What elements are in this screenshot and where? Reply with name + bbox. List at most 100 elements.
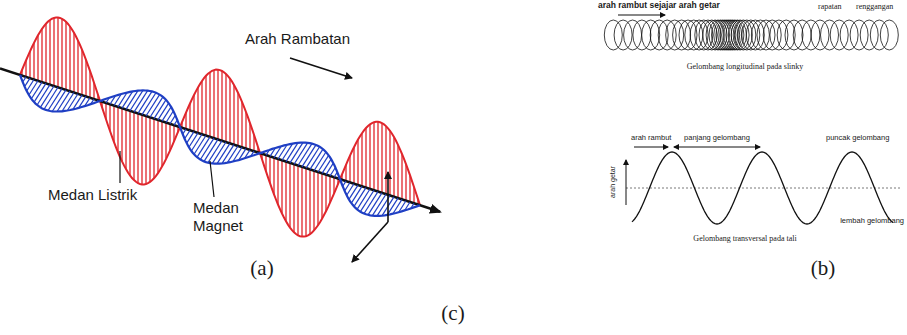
hatch-line (137, 113, 138, 183)
hatch-line (401, 154, 402, 199)
hatch-line (245, 112, 246, 149)
hatch-line (49, 20, 50, 85)
panel-letter: (c) (441, 301, 464, 325)
field-label: Medan Listrik (48, 186, 137, 203)
field-label: Medan Magnet (193, 199, 255, 235)
hatch-line (281, 160, 282, 213)
hatch-line (29, 51, 30, 78)
hatch-line (41, 29, 42, 82)
hatch-line (169, 124, 170, 151)
coil-loop (642, 20, 660, 50)
hatch-line (241, 102, 242, 147)
hatch-line (301, 167, 302, 237)
caption: Gelombang transversal pada tali (693, 234, 796, 243)
coil-loop (658, 20, 676, 50)
magnetic-field-hatch (21, 76, 418, 216)
hatch-line (385, 126, 386, 194)
direction-arrow (290, 58, 352, 78)
coil-loop (830, 20, 848, 50)
crest-label: puncak gelombang (826, 134, 889, 143)
coil-loop (860, 20, 878, 50)
transverse-wave (632, 152, 893, 224)
hatch-line (201, 81, 202, 134)
coil-loop (679, 20, 697, 50)
wavelength-label: panjang gelombang (684, 134, 750, 143)
coordinate-axis (352, 222, 388, 262)
coil-loop (604, 20, 622, 50)
hatch-line (325, 175, 326, 212)
hatch-line (29, 81, 38, 95)
direction-label: arah rambut (631, 134, 671, 143)
hatch-line (393, 137, 394, 197)
hatch-line (141, 115, 142, 185)
hatch-line (349, 185, 358, 199)
hatch-line (369, 124, 370, 189)
hatch-line (61, 19, 62, 89)
equilibrium-line (626, 188, 900, 189)
hatch-line (277, 159, 278, 204)
electric-field-wave (20, 18, 420, 237)
hatch-line (85, 60, 86, 97)
hatch-line (405, 164, 406, 201)
hatch-line (221, 71, 222, 141)
hatch-line (145, 116, 146, 184)
hatch-line (285, 162, 286, 222)
slinky-coils (604, 20, 898, 50)
hatch-line (165, 122, 166, 159)
leader-line (210, 161, 214, 197)
hatch-line (329, 176, 330, 203)
magnetic-field-wave (20, 75, 420, 216)
direction-arrow (618, 14, 665, 15)
coil-loop (870, 20, 888, 50)
hatch-line (297, 166, 298, 236)
hatch-line (377, 122, 378, 192)
hatch-line (45, 24, 46, 84)
hatch-line (381, 123, 382, 193)
hatch-line (209, 72, 210, 137)
hatch-line (205, 76, 206, 136)
hatch-line (318, 155, 329, 172)
hatch-line (73, 33, 74, 93)
hatch-line (217, 70, 218, 140)
region-label: renggangan (856, 2, 893, 11)
hatch-line (189, 133, 198, 147)
hatch-line (129, 111, 130, 176)
hatch-line (330, 168, 335, 176)
hatch-line (153, 119, 154, 179)
hatch-line (117, 107, 118, 152)
hatch-line (273, 158, 274, 195)
hatch-line (185, 130, 190, 138)
hatch-line (322, 159, 331, 173)
hatch-line (365, 128, 366, 188)
hatch-line (353, 147, 354, 184)
vibration-arrow (626, 160, 627, 205)
hatch-line (321, 173, 322, 218)
hatch-line (233, 85, 234, 145)
wavelength-arrow (674, 147, 760, 148)
direction-label: arah getar (609, 166, 617, 198)
coil-loop (777, 20, 795, 50)
coordinate-axis (387, 172, 389, 222)
hatch-line (361, 133, 362, 186)
hatch-line (197, 87, 198, 132)
coil-loop (821, 20, 839, 50)
hatch-line (317, 172, 318, 225)
hatch-line (193, 95, 194, 132)
hatch-line (158, 103, 169, 120)
coil-loop (734, 20, 752, 50)
coil-loop (695, 20, 713, 50)
hatch-line (213, 70, 214, 138)
hatch-line (121, 108, 122, 161)
hatch-line (125, 109, 126, 169)
hatch-line (57, 17, 58, 87)
hatch-line (69, 27, 70, 92)
hatch-line (149, 117, 150, 182)
hatch-line (389, 131, 390, 196)
hatch-line (31, 82, 42, 99)
hatch-line (293, 164, 294, 232)
hatch-line (351, 186, 362, 203)
hatch-line (81, 50, 82, 95)
